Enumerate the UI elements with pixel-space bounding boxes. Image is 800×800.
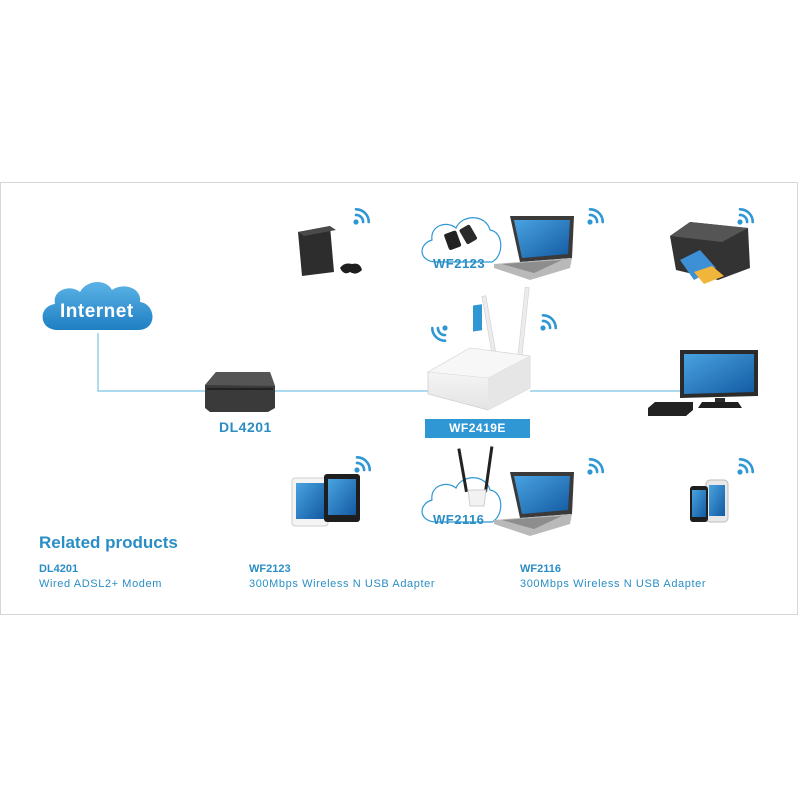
printer-icon: [670, 222, 750, 284]
tv-icon: [680, 350, 758, 408]
tablet-icon: [291, 474, 360, 527]
wifi-signal-icon: [736, 205, 757, 226]
usb-adapter-icon: [444, 224, 477, 250]
modem-icon: [205, 372, 275, 412]
related-product-wf2116: WF2116 300Mbps Wireless N USB Adapter: [520, 562, 706, 592]
adapter-label-wf2116: WF2116: [433, 512, 485, 527]
product-description: 300Mbps Wireless N USB Adapter: [520, 578, 707, 590]
product-description: Wired ADSL2+ Modem: [39, 578, 162, 590]
connection-lines: [97, 333, 680, 392]
adapter-cloud-wf2123: [421, 217, 502, 263]
internet-cloud-icon: [42, 281, 153, 330]
internet-label: Internet: [60, 301, 134, 322]
set-top-box-icon: [648, 402, 693, 416]
wifi-signal-icon: [428, 324, 449, 345]
adapter-cloud-wf2116: [421, 477, 502, 523]
wifi-signal-icon: [539, 311, 560, 332]
usb-adapter-icon: [457, 446, 494, 507]
adapter-label-wf2123: WF2123: [433, 256, 486, 271]
diagram-frame: [0, 182, 798, 615]
laptop-icon: [494, 472, 574, 536]
product-code: DL4201: [39, 563, 79, 575]
wifi-signal-icon: [352, 205, 373, 226]
modem-label: DL4201: [219, 419, 272, 435]
wifi-signal-icon: [353, 453, 374, 474]
product-code: WF2116: [520, 563, 561, 575]
game-console-icon: [298, 226, 362, 276]
router-icon: [427, 286, 531, 411]
related-products-title: Related products: [39, 533, 178, 552]
related-product-dl4201: DL4201 Wired ADSL2+ Modem: [39, 562, 162, 592]
related-product-wf2123: WF2123 300Mbps Wireless N USB Adapter: [249, 562, 435, 592]
product-description: 300Mbps Wireless N USB Adapter: [249, 578, 436, 590]
wifi-signal-icon: [736, 455, 757, 476]
wifi-signal-icon: [586, 205, 607, 226]
product-code: WF2123: [249, 563, 291, 575]
router-label: WF2419E: [425, 419, 530, 438]
wifi-signal-icon: [586, 455, 607, 476]
laptop-icon: [494, 216, 574, 280]
smartphone-icon: [690, 479, 729, 523]
